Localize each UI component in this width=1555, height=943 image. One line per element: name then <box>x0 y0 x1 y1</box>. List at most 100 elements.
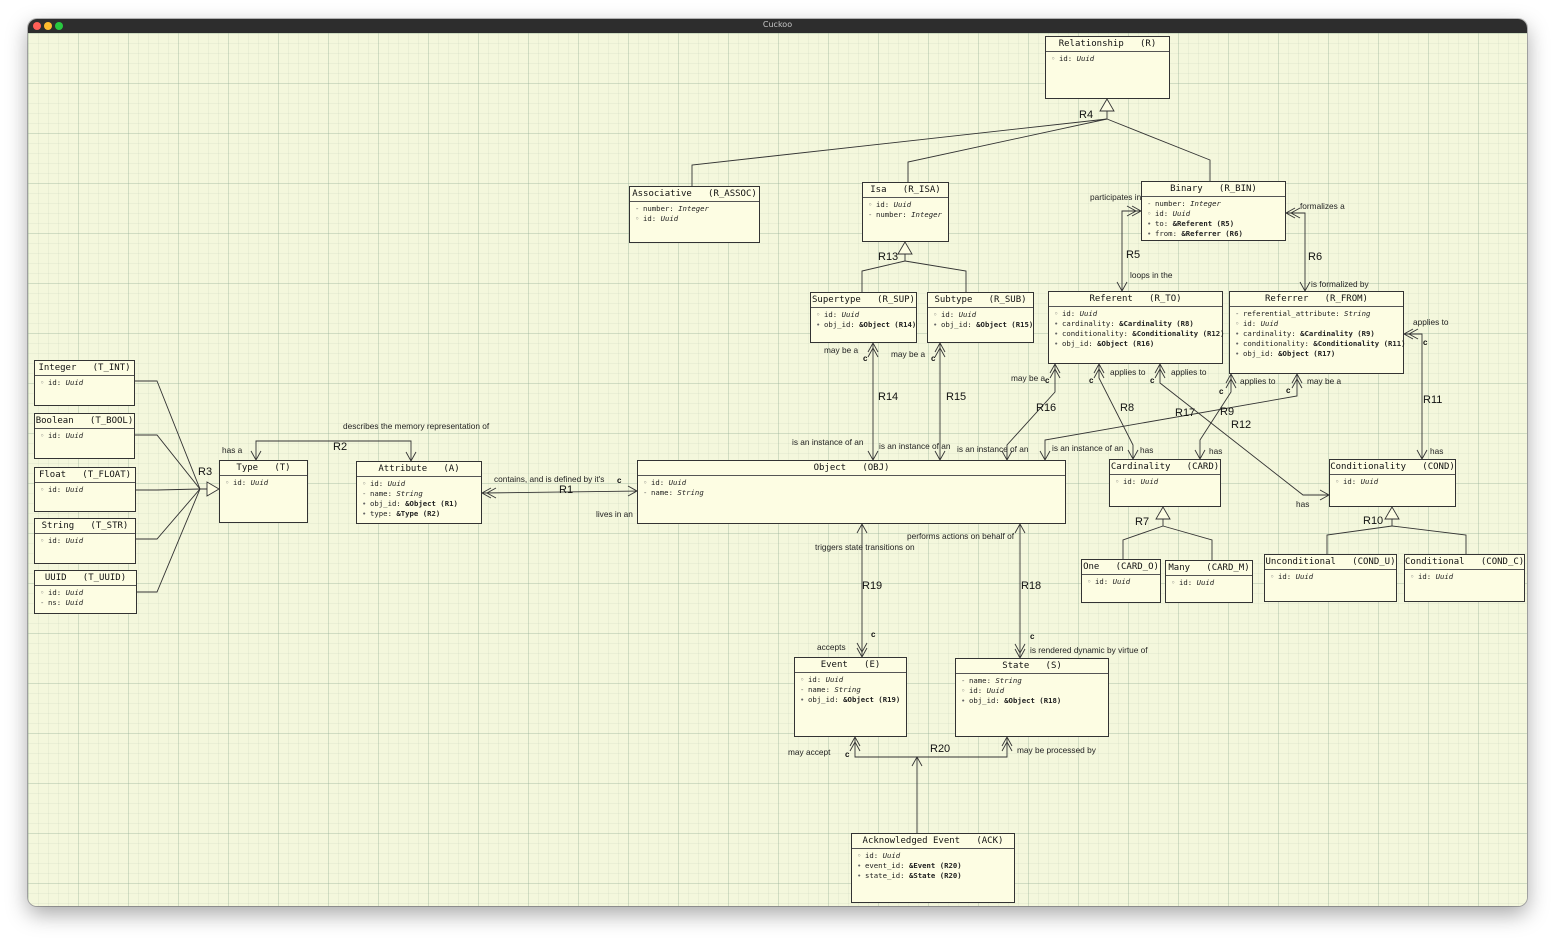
entity-card[interactable]: Cardinality (CARD)◦id: Uuid <box>1109 459 1221 507</box>
entity-flt[interactable]: Float (T_FLOAT)◦id: Uuid <box>34 467 136 512</box>
attribute-name: id: <box>1123 477 1141 486</box>
attribute-marker-icon: • <box>857 871 862 880</box>
phrase-triggers: triggers state transitions on <box>815 542 915 552</box>
attribute-name: id: <box>48 378 66 387</box>
attribute-row: •conditionality: &Conditionality (R11) <box>1235 339 1406 349</box>
entity-cond[interactable]: Conditionality (COND)◦id: Uuid <box>1329 459 1456 507</box>
attribute-name: id: <box>1343 477 1361 486</box>
connector-line <box>854 737 1008 758</box>
connector-line <box>1391 525 1467 554</box>
conditional-marker: c <box>1286 386 1291 395</box>
entity-type[interactable]: Type (T)◦id: Uuid <box>219 460 308 523</box>
entity-obj[interactable]: Object (OBJ)◦id: Uuid-name: String <box>637 460 1066 524</box>
entity-state[interactable]: State (S)-name: String◦id: Uuid•obj_id: … <box>955 658 1109 737</box>
entity-header: Attribute (A) <box>357 462 481 477</box>
phrase-accepts: accepts <box>817 642 846 652</box>
attribute-row: •cardinality: &Cardinality (R9) <box>1235 329 1398 339</box>
attribute-marker-icon: ◦ <box>40 536 45 545</box>
entity-ack[interactable]: Acknowledged Event (ACK)◦id: Uuid•event_… <box>851 833 1015 903</box>
phrase-has-cond-r11: has <box>1430 446 1444 456</box>
entity-rel[interactable]: Relationship (R)◦id: Uuid <box>1045 36 1170 99</box>
phrase-lives-in: lives in an <box>596 509 633 519</box>
phrase-has-a: has a <box>222 445 243 455</box>
entity-attr[interactable]: Attribute (A)◦id: Uuid-name: String•obj_… <box>356 461 482 524</box>
phrase-instance-r17: is an instance of an <box>1052 443 1124 453</box>
attribute-marker-icon: ◦ <box>868 200 873 209</box>
entity-int[interactable]: Integer (T_INT)◦id: Uuid <box>34 360 135 406</box>
attribute-marker-icon: • <box>961 696 966 705</box>
connector-line <box>691 118 1108 186</box>
entity-str[interactable]: String (T_STR)◦id: Uuid <box>34 518 136 564</box>
entity-header: Relationship (R) <box>1046 37 1169 52</box>
zoom-button[interactable] <box>55 22 63 30</box>
entity-one[interactable]: One (CARD_O)◦id: Uuid <box>1081 559 1161 603</box>
entity-bool[interactable]: Boolean (T_BOOL)◦id: Uuid <box>34 413 135 459</box>
entity-header: Boolean (T_BOOL) <box>35 414 134 429</box>
entity-bin[interactable]: Binary (R_BIN)-number: Integer◦id: Uuid•… <box>1141 181 1286 241</box>
attribute-row: •obj_id: &Object (R19) <box>800 695 901 705</box>
entity-cnd[interactable]: Conditional (COND_C)◦id: Uuid <box>1404 554 1525 602</box>
attribute-row: •obj_id: &Object (R18) <box>961 696 1103 706</box>
attribute-row: ◦id: Uuid <box>1147 209 1280 219</box>
arrowhead <box>1290 207 1301 219</box>
attribute-type: Uuid <box>825 675 844 684</box>
arrowhead <box>481 487 492 499</box>
phrase-instance-r16: is an instance of an <box>957 444 1029 454</box>
attribute-marker-icon: ◦ <box>1054 309 1059 318</box>
attribute-marker-icon: ◦ <box>1270 572 1275 581</box>
entity-isa[interactable]: Isa (R_ISA)◦id: Uuid-number: Integer <box>862 182 949 242</box>
attribute-marker-icon: - <box>635 204 640 213</box>
attribute-type: Uuid <box>1295 572 1314 581</box>
generalization-triangle <box>1155 506 1171 520</box>
attribute-name: id: <box>643 214 661 223</box>
relationship-label-r19: R19 <box>862 580 883 592</box>
entity-uuid[interactable]: UUID (T_UUID)◦id: Uuid-ns: Uuid <box>34 570 137 614</box>
attribute-name: name: <box>651 488 678 497</box>
conditional-marker: c <box>845 750 850 759</box>
arrowhead <box>1291 378 1303 389</box>
arrowhead <box>1225 373 1237 384</box>
connector-line <box>137 488 207 593</box>
arrowhead <box>1014 643 1026 654</box>
minimize-button[interactable] <box>44 22 52 30</box>
phrase-rendered: is rendered dynamic by virtue of <box>1030 645 1148 655</box>
conditional-marker: c <box>1219 387 1224 396</box>
entity-sup[interactable]: Supertype (R_SUP)◦id: Uuid•obj_id: &Obje… <box>810 292 917 343</box>
attribute-row: •obj_id: &Object (R16) <box>1054 339 1217 349</box>
attribute-marker-icon: ◦ <box>40 378 45 387</box>
arrowhead <box>1408 328 1419 340</box>
arrowhead <box>934 342 946 353</box>
attribute-row: ◦id: Uuid <box>1054 309 1217 319</box>
attribute-row: •from: &Referrer (R6) <box>1147 229 1280 239</box>
entity-unc[interactable]: Unconditional (COND_U)◦id: Uuid <box>1264 554 1397 602</box>
entity-from[interactable]: Referrer (R_FROM)-referential_attribute:… <box>1229 291 1406 374</box>
phrase-has-card-r9: has <box>1209 446 1223 456</box>
entity-many[interactable]: Many (CARD_M)◦id: Uuid <box>1165 560 1253 603</box>
entity-assoc[interactable]: Associative (R_ASSOC)-number: Integer◦id… <box>629 186 760 243</box>
phrase-describes: describes the memory representation of <box>343 421 490 431</box>
attribute-row: •to: &Referent (R5) <box>1147 219 1280 229</box>
attribute-type: Uuid <box>986 686 1005 695</box>
attribute-type: Integer <box>911 210 942 219</box>
attribute-type: &Object (R18) <box>1004 696 1062 705</box>
connector-line <box>1199 374 1232 459</box>
attribute-row: -name: String <box>961 676 1103 686</box>
relationship-label-r15: R15 <box>946 391 967 403</box>
entity-evt[interactable]: Event (E)◦id: Uuid-name: String•obj_id: … <box>794 657 907 737</box>
close-button[interactable] <box>33 22 41 30</box>
attribute-name: obj_id: <box>824 320 860 329</box>
attribute-name: obj_id: <box>370 499 406 508</box>
entity-header: UUID (T_UUID) <box>35 571 136 586</box>
attribute-name: id: <box>1179 578 1197 587</box>
attribute-type: Uuid <box>65 431 84 440</box>
attribute-marker-icon: - <box>40 598 45 607</box>
connector-line <box>1286 212 1306 291</box>
entity-to[interactable]: Referent (R_TO)◦id: Uuid•cardinality: &C… <box>1048 291 1225 364</box>
entity-header: Many (CARD_M) <box>1166 561 1252 576</box>
attribute-name: id: <box>1278 572 1296 581</box>
connector-line <box>481 490 638 494</box>
attribute-row: -name: String <box>643 488 1060 498</box>
entity-sub[interactable]: Subtype (R_SUB)◦id: Uuid•obj_id: &Object… <box>927 292 1034 343</box>
